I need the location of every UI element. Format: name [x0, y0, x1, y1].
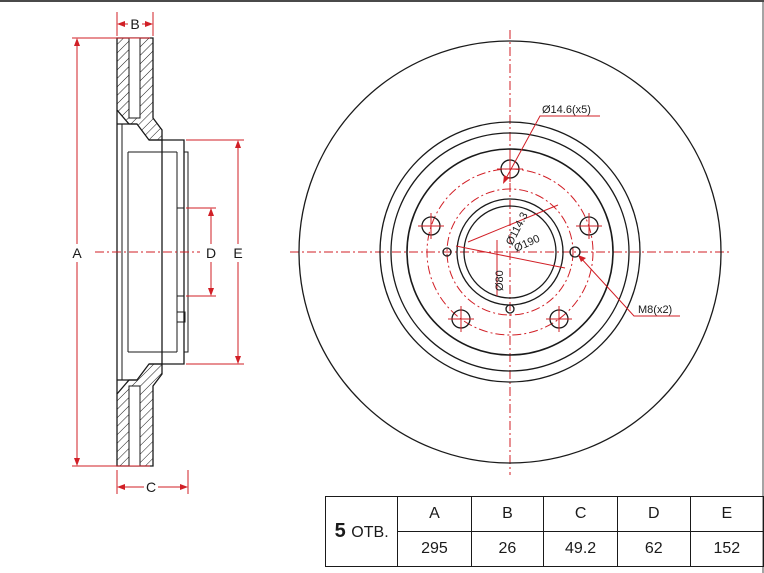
side-extension-lines	[72, 12, 244, 494]
thread-pcd-circle	[446, 188, 574, 316]
front-view: Ø14.6(x5) M8(x2) Ø114.3 Ø190 Ø80	[290, 30, 730, 475]
arrow-A-top	[74, 38, 80, 46]
holes-unit: ОТВ.	[351, 524, 389, 541]
label-C: C	[146, 479, 156, 495]
thread-holes	[442, 246, 581, 314]
hat-inner-lines	[121, 124, 177, 380]
arrow-D-top	[208, 208, 214, 216]
header-E: E	[689, 496, 764, 532]
holes-count-cell: 5 ОТВ.	[324, 496, 399, 567]
hat-diameter-circle	[406, 148, 614, 356]
label-B: B	[130, 16, 139, 32]
pcd-leader	[467, 204, 559, 243]
upper-vent-channel	[128, 37, 141, 119]
arrow-C-left	[117, 484, 125, 490]
arrow-E-bottom	[235, 356, 241, 364]
hat-edge	[390, 132, 630, 372]
thread-hole-callout-arrow	[578, 255, 586, 262]
header-A: A	[397, 496, 472, 532]
arrow-B-left	[117, 21, 125, 27]
lower-vent-channel	[128, 385, 141, 467]
bolt-hole-callout-arrow	[503, 175, 509, 184]
hub-bore-label: Ø80	[494, 270, 506, 291]
thread-hole	[442, 247, 452, 257]
value-C: 49.2	[543, 531, 618, 567]
thread-hole-callout: M8(x2)	[638, 304, 672, 316]
pcd-circle	[426, 168, 594, 336]
value-E: 152	[689, 531, 764, 567]
arrow-A-bottom	[74, 458, 80, 466]
bolt-hole-callout-leader	[503, 115, 600, 183]
holes-number: 5	[334, 520, 346, 542]
arrow-C-right	[180, 484, 188, 490]
spec-table: 5 ОТВ. A B C D E 295 26 49.2 62 152	[324, 496, 764, 567]
arrow-E-top	[235, 140, 241, 148]
header-D: D	[616, 496, 691, 532]
label-A: A	[72, 245, 82, 261]
hat-leader	[455, 245, 566, 269]
hub-bore	[463, 205, 557, 299]
header-C: C	[543, 496, 618, 532]
arrow-B-right	[145, 21, 153, 27]
value-A: 295	[397, 531, 472, 567]
thread-hole-mark	[176, 311, 186, 323]
bolt-hole-callout: Ø14.6(x5)	[542, 104, 591, 116]
arrow-D-bottom	[208, 288, 214, 296]
side-section-view: A B C D E	[70, 12, 245, 495]
label-E: E	[233, 245, 242, 261]
header-B: B	[470, 496, 545, 532]
label-D: D	[206, 245, 216, 261]
value-D: 62	[616, 531, 691, 567]
bolt-hole-center-marks	[418, 156, 602, 332]
disc-outer-edge	[298, 40, 722, 464]
thread-hole	[569, 246, 581, 258]
friction-inner-edge	[379, 121, 641, 383]
thread-hole-callout-leader	[578, 255, 680, 317]
thread-hole	[505, 304, 515, 314]
value-B: 26	[470, 531, 545, 567]
